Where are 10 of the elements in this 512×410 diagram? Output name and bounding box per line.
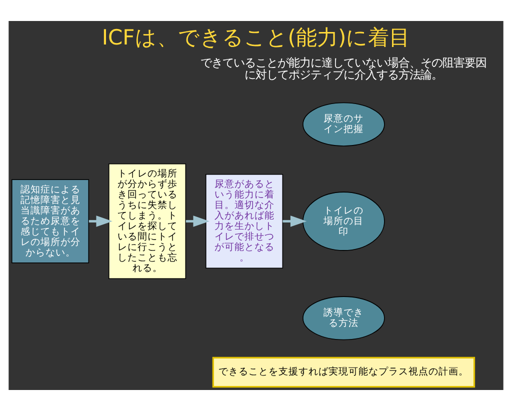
node-box: できることを支援すれば実現可能なプラス視点の計画。: [212, 356, 476, 388]
node-box: トイレの場所が分からず歩き回っているうちに失禁してしまう。トイレを探している間にトイレに行こうとしたことも忘れる。: [108, 162, 186, 279]
node-box: 尿意があるという能力に着目。適切な介入があれば能力を生かしトイレで排せつが可能となる。: [205, 173, 284, 268]
node-ellipse: トイレの場所の目印: [302, 191, 385, 250]
arrow: [282, 215, 307, 226]
node-ellipse: 尿意のサイン把握: [302, 102, 385, 146]
node-ellipse: 誘導できる方法: [302, 296, 385, 340]
diagram-title: ICFは、できること(能力)に着目: [102, 24, 410, 49]
label: できていることが能力に達していない場合、その阻害要因に対してポジティブに介入する方法論。: [200, 56, 487, 82]
node-box: 認知症による記憶障害と見当識障害があるため尿意を感じてもトイレの場所が分からない。: [11, 178, 90, 263]
